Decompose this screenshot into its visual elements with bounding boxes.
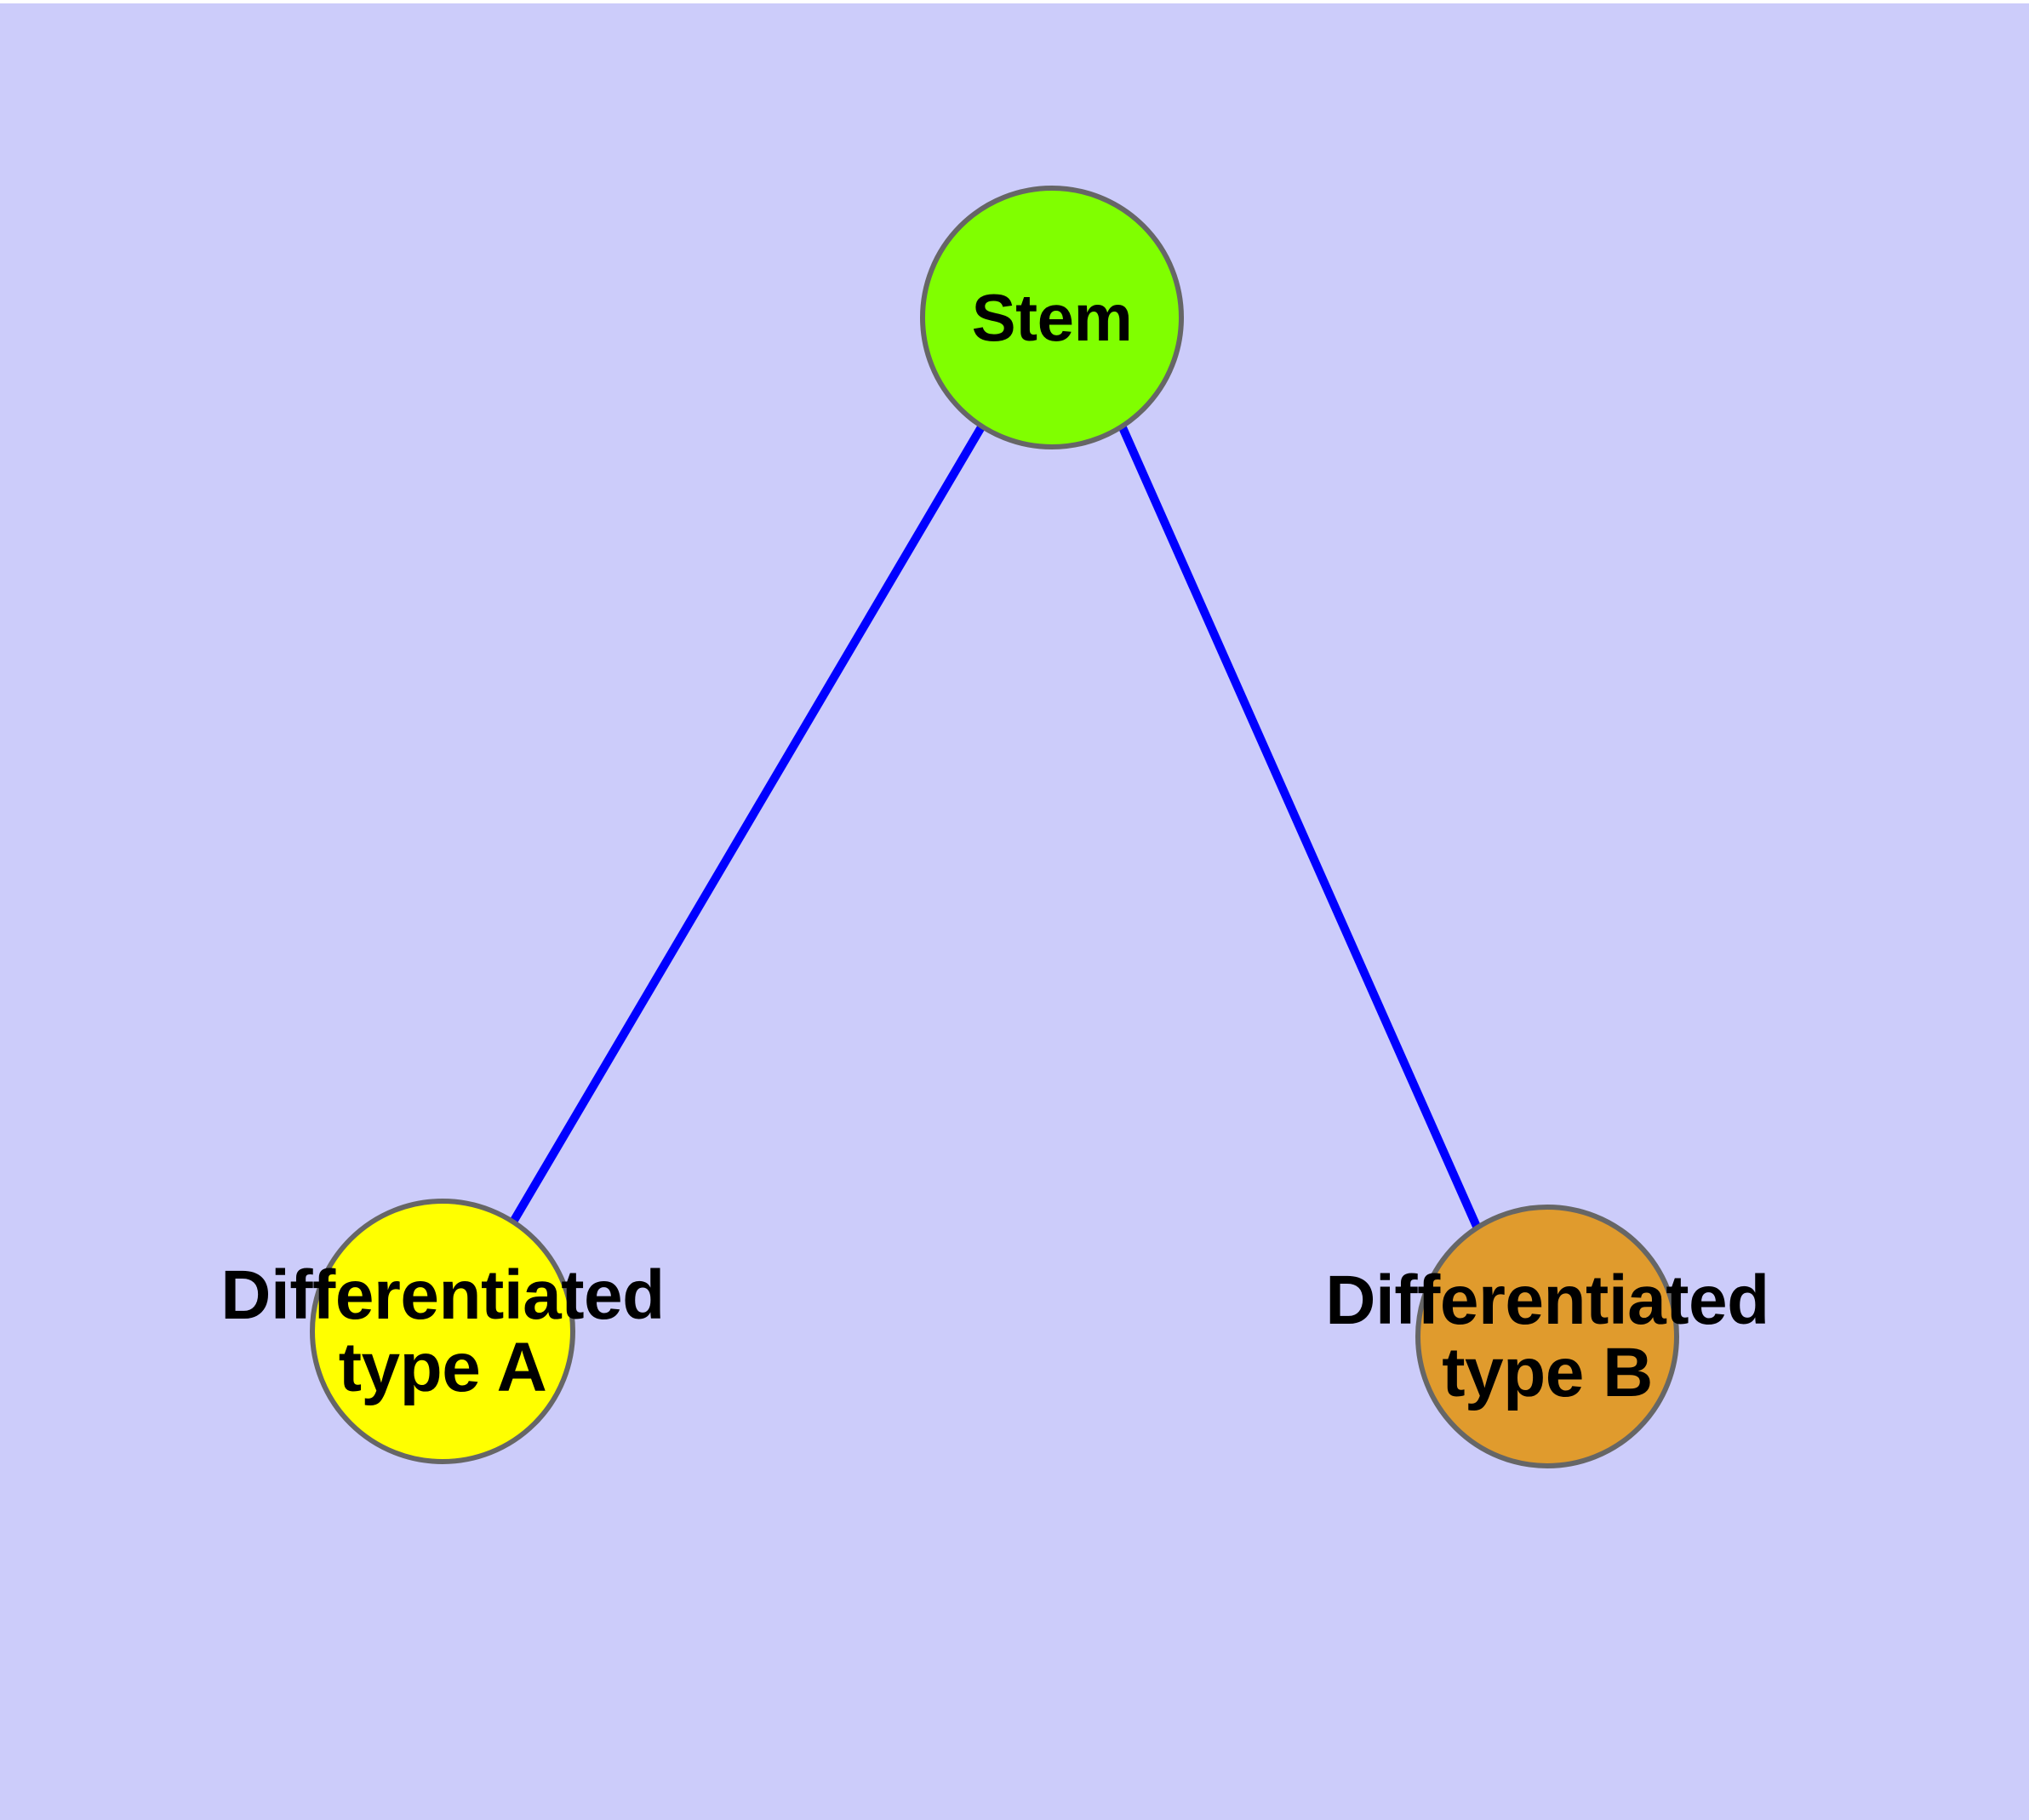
- edge-layer: [508, 423, 1482, 1231]
- node-differentiated-type-b[interactable]: [1415, 1205, 1679, 1468]
- edge-stem-to-differentiated-type-a[interactable]: [508, 423, 986, 1226]
- node-layer: [310, 186, 1679, 1468]
- node-stem[interactable]: [920, 186, 1184, 449]
- edge-stem-to-differentiated-type-b[interactable]: [1117, 423, 1482, 1231]
- node-differentiated-type-a[interactable]: [310, 1199, 575, 1464]
